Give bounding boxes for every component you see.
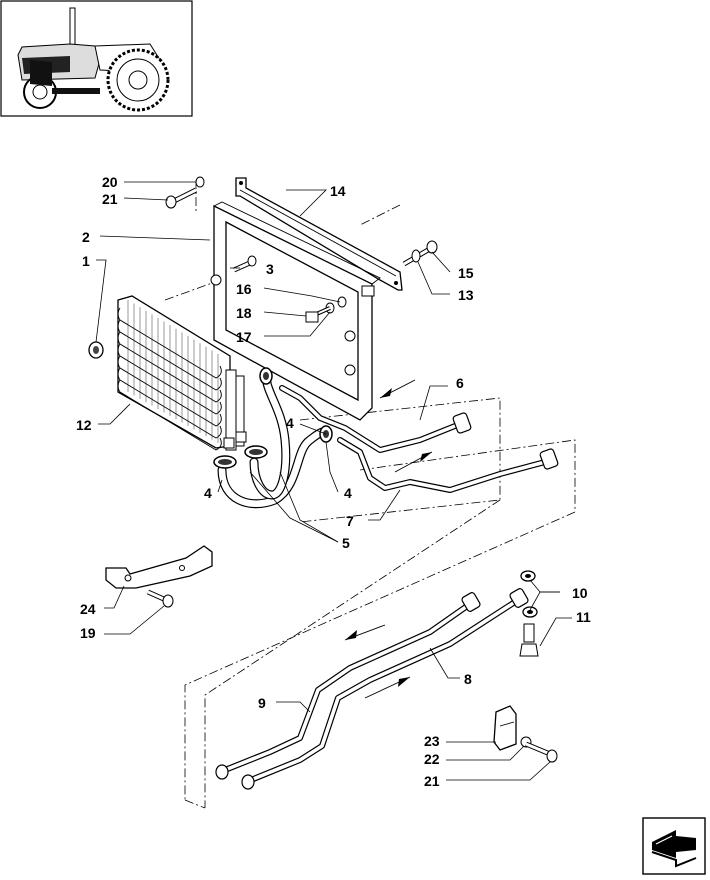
pipe-6 bbox=[279, 385, 472, 453]
callout-21-upper: 21 bbox=[102, 191, 118, 207]
callout-4-left: 4 bbox=[204, 485, 212, 501]
pipe-7 bbox=[337, 437, 559, 493]
cooler-fin-tube bbox=[117, 343, 222, 415]
callout-6: 6 bbox=[456, 375, 464, 391]
callout-8: 8 bbox=[464, 671, 472, 687]
callout-3: 3 bbox=[266, 261, 274, 277]
next-page-arrow-icon[interactable] bbox=[642, 817, 706, 875]
callout-14: 14 bbox=[330, 183, 346, 199]
cooler-fin-tube bbox=[117, 331, 222, 403]
callout-18: 18 bbox=[236, 305, 252, 321]
callout-4-pipe: 4 bbox=[286, 415, 294, 431]
oil-cooler-12 bbox=[117, 295, 247, 451]
callout-22: 22 bbox=[424, 751, 440, 767]
pipe-9 bbox=[215, 592, 481, 780]
tractor-thumbnail bbox=[0, 0, 193, 117]
cooler-fin-tube bbox=[117, 379, 222, 451]
bracket-24 bbox=[105, 545, 213, 608]
callout-13: 13 bbox=[458, 287, 474, 303]
callout-7: 7 bbox=[346, 513, 354, 529]
callout-2: 2 bbox=[82, 229, 90, 245]
hose-clamps-4 bbox=[213, 367, 333, 469]
callout-15: 15 bbox=[458, 265, 474, 281]
callout-12: 12 bbox=[76, 417, 92, 433]
callout-19: 19 bbox=[80, 625, 96, 641]
cooler-fins bbox=[117, 300, 222, 451]
cooler-fin-tube bbox=[117, 367, 222, 439]
cooler-fin-tube bbox=[117, 307, 222, 379]
fasteners-upper bbox=[88, 176, 438, 359]
callout-16: 16 bbox=[236, 281, 252, 297]
leader-lines bbox=[95, 181, 572, 781]
callout-21-lower: 21 bbox=[424, 773, 440, 789]
flow-arrows bbox=[344, 379, 433, 699]
callout-11: 11 bbox=[576, 609, 591, 625]
callout-5: 5 bbox=[342, 535, 350, 551]
callout-20: 20 bbox=[102, 174, 118, 190]
pipe-8 bbox=[241, 588, 529, 790]
reference-lines bbox=[164, 180, 576, 809]
callout-10: 10 bbox=[572, 585, 588, 601]
clip-23 bbox=[493, 705, 558, 763]
washers-fitting-10-11 bbox=[519, 570, 539, 657]
cooler-fin-tube bbox=[117, 355, 222, 427]
callout-1: 1 bbox=[82, 253, 90, 269]
callout-labels: 20 21 2 1 3 14 12 16 18 17 15 13 4 4 4 5… bbox=[76, 174, 591, 789]
callout-17: 17 bbox=[236, 329, 252, 345]
callout-24: 24 bbox=[80, 601, 96, 617]
bracket-14 bbox=[235, 177, 403, 291]
cooler-fin-tube bbox=[117, 319, 222, 391]
callout-23: 23 bbox=[424, 733, 440, 749]
callout-9: 9 bbox=[258, 695, 266, 711]
callout-4-right: 4 bbox=[344, 485, 352, 501]
